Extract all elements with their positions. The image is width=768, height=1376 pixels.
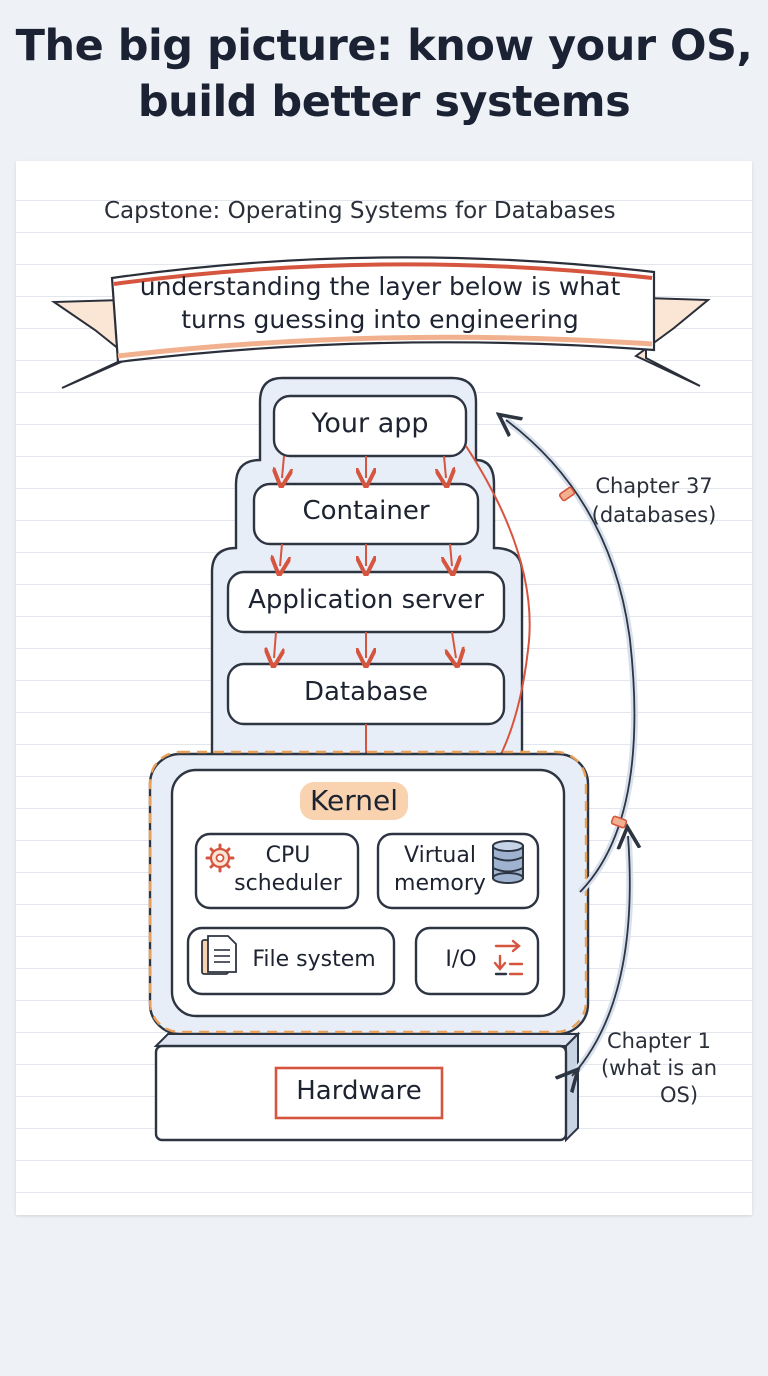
banner-line-1: understanding the layer below is what (139, 272, 621, 301)
io-arrows-icon (493, 939, 524, 976)
application-server-label: Application server (248, 585, 484, 615)
cpu-scheduler-box (194, 832, 360, 910)
database-icon (492, 840, 524, 884)
document-icon (201, 935, 237, 975)
banner-line-2: turns guessing into engineering (181, 305, 579, 334)
your-app-box (272, 394, 468, 458)
capstone-title: Capstone: Operating Systems for Database… (104, 198, 616, 224)
chapter-1-note: Chapter 1 (what is an OS) (600, 1029, 718, 1107)
file-system-box (186, 926, 396, 996)
file-system-label: File system (252, 947, 376, 972)
kernel-label: Kernel (310, 784, 398, 817)
io-label: I/O (445, 947, 477, 972)
your-app-label: Your app (311, 408, 429, 439)
chapter-37-note: Chapter 37 (databases) (591, 474, 717, 527)
virtual-memory-label: Virtual memory (394, 843, 486, 896)
container-label: Container (302, 496, 430, 526)
database-label: Database (303, 677, 429, 707)
kernel-highlight (300, 782, 408, 820)
cpu-scheduler-label: CPU scheduler (234, 843, 342, 896)
hardware-label: Hardware (296, 1076, 422, 1106)
io-box (414, 926, 540, 996)
gear-icon (205, 843, 235, 873)
hardware-block (153, 1031, 581, 1143)
double-arrow-icon (506, 420, 634, 1076)
banner-ribbon (50, 256, 711, 389)
banner-caption: understanding the layer below is what tu… (110, 270, 650, 336)
page-headline: The big picture: know your OS, build bet… (15, 21, 753, 127)
